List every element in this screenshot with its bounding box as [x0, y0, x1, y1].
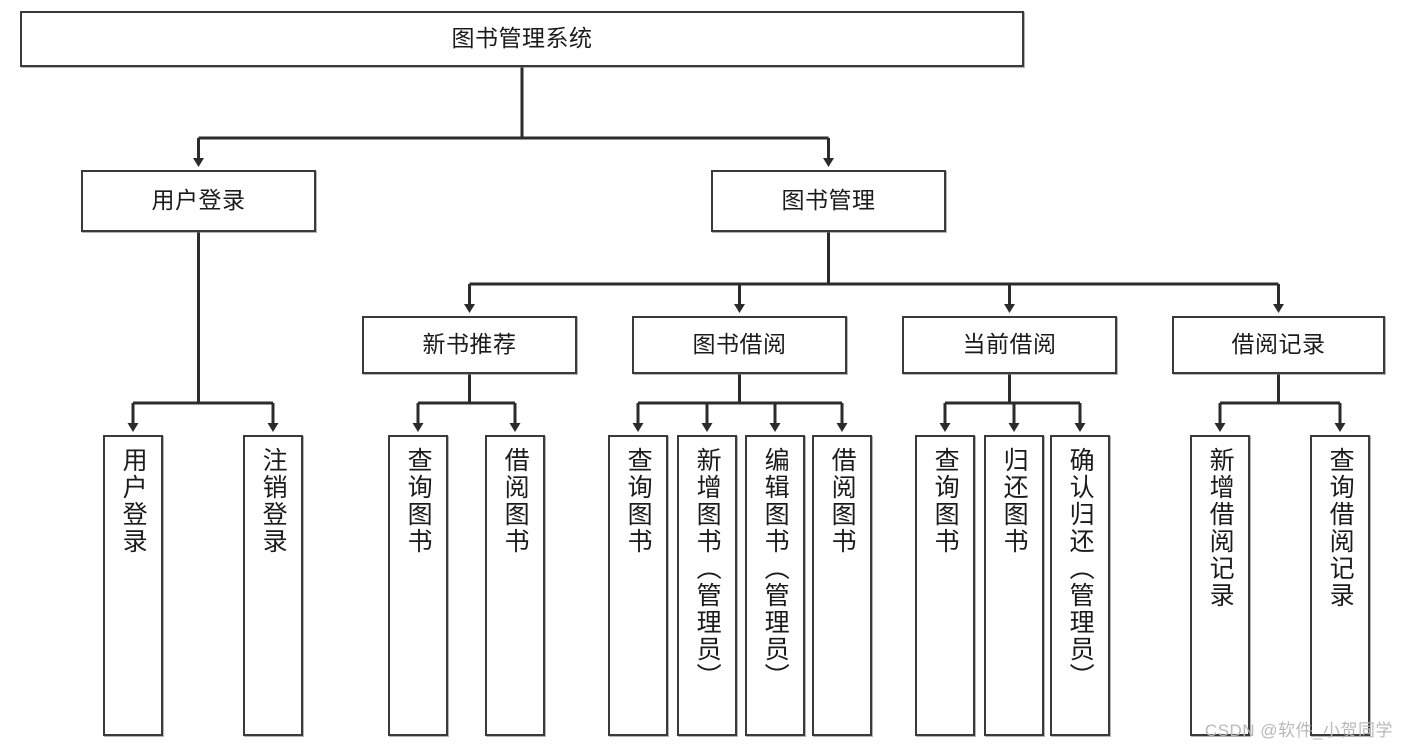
- node-label: 图书管理系统: [451, 25, 593, 52]
- node-l-bb-add[interactable]: 新增图书（管理员）: [677, 435, 737, 736]
- node-label: 查询图书: [931, 447, 960, 555]
- node-l-cb-return[interactable]: 归还图书: [984, 435, 1044, 736]
- node-user-login[interactable]: 用户登录: [81, 170, 316, 232]
- node-label: 编辑图书（管理员）: [761, 447, 790, 690]
- node-label: 查询图书: [624, 447, 653, 555]
- node-borrow-record[interactable]: 借阅记录: [1172, 316, 1385, 374]
- node-label: 借阅图书: [501, 447, 530, 555]
- node-l-bb-query[interactable]: 查询图书: [608, 435, 668, 736]
- node-label: 图书管理: [781, 187, 876, 214]
- node-book-borrow[interactable]: 图书借阅: [632, 316, 847, 374]
- node-l-user-login[interactable]: 用户登录: [103, 435, 163, 736]
- node-label: 注销登录: [259, 447, 288, 555]
- node-label: 借阅记录: [1231, 331, 1326, 358]
- node-root-system[interactable]: 图书管理系统: [20, 11, 1024, 67]
- node-label: 图书借阅: [692, 331, 787, 358]
- node-l-br-query[interactable]: 查询借阅记录: [1310, 435, 1370, 736]
- node-new-book-recommend[interactable]: 新书推荐: [362, 316, 577, 374]
- node-label: 用户登录: [119, 447, 148, 555]
- node-label: 新增图书（管理员）: [693, 447, 722, 690]
- node-book-management[interactable]: 图书管理: [711, 170, 946, 232]
- node-l-user-logout[interactable]: 注销登录: [243, 435, 303, 736]
- node-l-cb-query[interactable]: 查询图书: [915, 435, 975, 736]
- node-label: 新增借阅记录: [1206, 447, 1235, 609]
- node-l-rec-query[interactable]: 查询图书: [388, 435, 448, 736]
- node-label: 确认归还（管理员）: [1066, 447, 1095, 690]
- node-label: 当前借阅: [962, 331, 1057, 358]
- node-l-bb-borrow[interactable]: 借阅图书: [812, 435, 872, 736]
- node-label: 借阅图书: [828, 447, 857, 555]
- node-label: 新书推荐: [422, 331, 517, 358]
- node-label: 归还图书: [1000, 447, 1029, 555]
- node-label: 用户登录: [151, 187, 246, 214]
- node-l-rec-borrow[interactable]: 借阅图书: [485, 435, 545, 736]
- node-l-br-add[interactable]: 新增借阅记录: [1190, 435, 1250, 736]
- node-label: 查询图书: [404, 447, 433, 555]
- node-l-bb-edit[interactable]: 编辑图书（管理员）: [745, 435, 805, 736]
- node-l-cb-confirm[interactable]: 确认归还（管理员）: [1050, 435, 1110, 736]
- watermark-label: CSDN @软件_小贺同学: [1204, 721, 1393, 740]
- node-label: 查询借阅记录: [1326, 447, 1355, 609]
- node-current-borrow[interactable]: 当前借阅: [902, 316, 1117, 374]
